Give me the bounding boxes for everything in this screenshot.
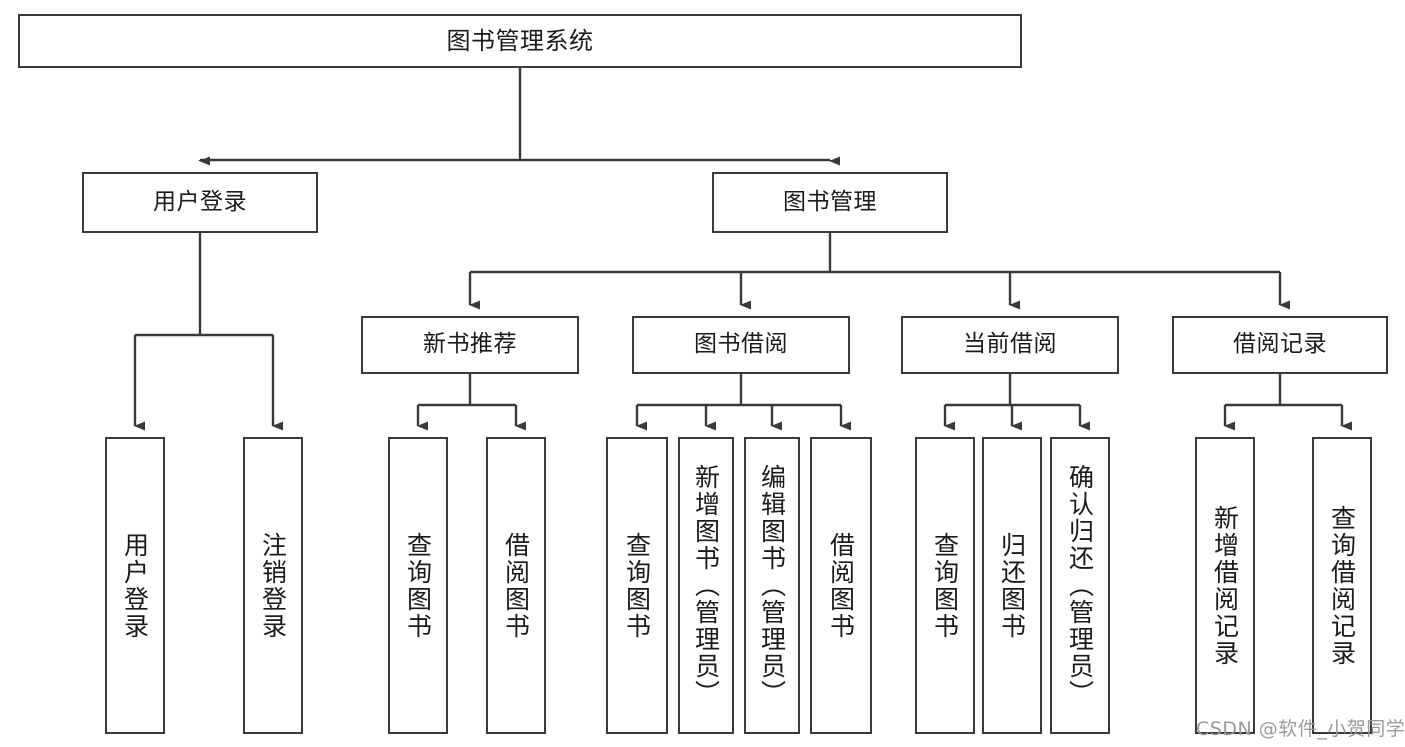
node-n-bookmgmt[interactable]: 图书管理 [712,172,948,233]
node-label: 查询图书 [930,531,960,640]
node-l-userlogin[interactable]: 用户登录 [105,437,165,734]
node-l-logout[interactable]: 注销登录 [243,437,303,734]
node-label: 查询图书 [403,531,433,640]
node-label: 用户登录 [153,188,247,215]
node-l-q2[interactable]: 查询图书 [606,437,668,734]
node-label: 归还图书 [997,531,1027,640]
node-label: 查询图书 [622,531,652,640]
node-label: 图书管理系统 [446,26,594,55]
node-l-add[interactable]: 新增图书（管理员） [678,437,734,734]
node-l-ret[interactable]: 归还图书 [982,437,1042,734]
node-l-confirm[interactable]: 确认归还（管理员） [1050,437,1110,734]
node-label: 新增图书（管理员） [691,464,721,707]
node-label: 借阅图书 [826,531,856,640]
node-l-q1[interactable]: 查询图书 [388,437,448,734]
node-label: 图书管理 [783,188,877,215]
node-label: 图书借阅 [694,331,788,358]
node-label: 当前借阅 [963,331,1057,358]
node-n-borrow[interactable]: 图书借阅 [632,316,850,374]
node-n-record[interactable]: 借阅记录 [1172,316,1388,374]
node-l-b2[interactable]: 借阅图书 [810,437,872,734]
node-label: 新增借阅记录 [1210,504,1240,667]
node-label: 用户登录 [120,531,150,640]
node-n-current[interactable]: 当前借阅 [901,316,1119,374]
node-l-b1[interactable]: 借阅图书 [486,437,546,734]
node-l-edit[interactable]: 编辑图书（管理员） [744,437,800,734]
node-label: 查询借阅记录 [1327,504,1357,667]
node-n-newbook[interactable]: 新书推荐 [361,316,579,374]
node-label: 编辑图书（管理员） [757,464,787,707]
node-root[interactable]: 图书管理系统 [18,14,1022,68]
node-l-q3[interactable]: 查询图书 [915,437,975,734]
node-l-addrec[interactable]: 新增借阅记录 [1195,437,1255,734]
node-label: 注销登录 [258,531,288,640]
node-label: 确认归还（管理员） [1065,464,1095,707]
csdn-watermark: CSDN @软件_小贺同学 [1196,718,1405,740]
node-label: 新书推荐 [423,331,517,358]
node-l-qrec[interactable]: 查询借阅记录 [1312,437,1372,734]
node-n-login[interactable]: 用户登录 [82,172,318,233]
node-label: 借阅图书 [501,531,531,640]
node-label: 借阅记录 [1233,331,1327,358]
